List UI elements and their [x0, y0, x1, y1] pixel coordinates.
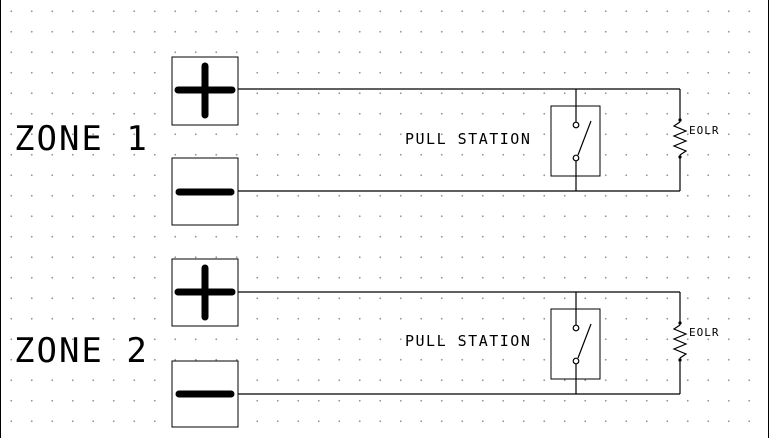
zone-1-pull-station[interactable] [550, 89, 601, 191]
zone-2-pull-station[interactable] [550, 292, 601, 394]
zone-2-circuit [171, 258, 688, 428]
zone-1-circuit [171, 56, 688, 226]
zone-2-eol-resistor[interactable] [672, 292, 688, 394]
zone-2-label: ZONE 2 [14, 331, 149, 371]
zone-1-plus-terminal[interactable] [171, 56, 239, 126]
zone-1-pull-station-label: PULL STATION [405, 130, 532, 148]
zone-1-eolr-label: EOLR [689, 124, 720, 137]
zone-1-eol-resistor[interactable] [672, 89, 688, 191]
zone-2-minus-terminal[interactable] [171, 360, 239, 428]
zone-1-minus-terminal[interactable] [171, 157, 239, 226]
plus-icon [174, 264, 236, 321]
zone-2-plus-terminal[interactable] [171, 258, 239, 327]
zone-1-label: ZONE 1 [14, 119, 149, 159]
plus-icon [174, 62, 236, 119]
zone-2-eolr-label: EOLR [689, 326, 720, 339]
zone-2-pull-station-label: PULL STATION [405, 332, 532, 350]
